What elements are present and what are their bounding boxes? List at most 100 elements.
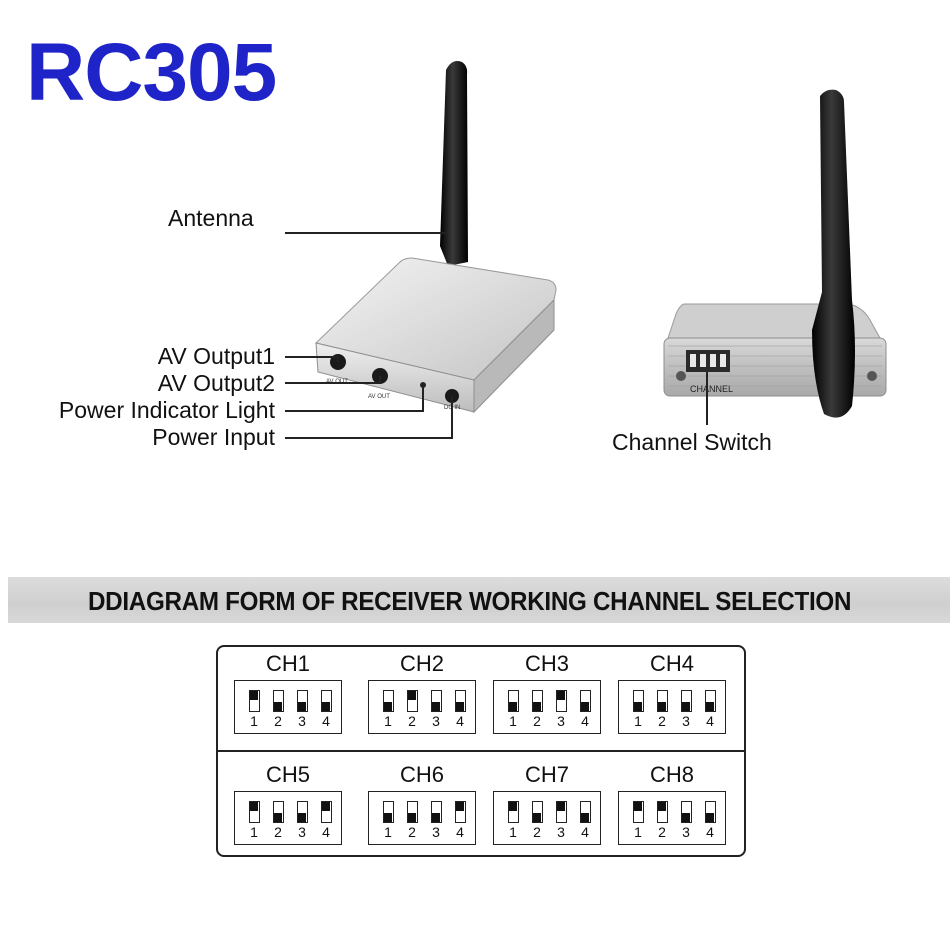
- antenna-label: Antenna: [168, 205, 254, 231]
- dip-switch-number: 1: [250, 824, 258, 840]
- channel-name: CH3: [524, 651, 569, 676]
- dip-switch-3: [431, 801, 442, 823]
- dip-switch-3: [681, 801, 692, 823]
- receiver-rear-view: CHANNEL: [663, 89, 887, 425]
- dip-switch-3: [556, 690, 567, 712]
- av-output2-callout: [285, 376, 381, 384]
- dip-switch-knob: [432, 702, 440, 711]
- dip-switch-knob: [274, 813, 282, 822]
- dip-switch-2: [273, 690, 284, 712]
- dip-switch-number: 4: [706, 824, 714, 840]
- dip-switch-4: [321, 801, 332, 823]
- dip-switch-number: 4: [706, 713, 714, 729]
- av-output1-label: AV Output1: [157, 343, 275, 369]
- dip-switch-knob: [384, 813, 392, 822]
- dip-switch-knob: [250, 802, 258, 811]
- dip-switch-2: [532, 801, 543, 823]
- dip-switch-knob: [581, 702, 589, 711]
- dip-switch-1: [249, 801, 260, 823]
- dip-switch-4: [321, 690, 332, 712]
- dip-switch-number: 4: [322, 824, 330, 840]
- dip-switch-number: 3: [557, 713, 565, 729]
- dip-switch-knob: [634, 802, 642, 811]
- rear-screw-right: [867, 371, 877, 381]
- channel-name: CH1: [265, 651, 310, 676]
- dip-switch-2: [657, 690, 668, 712]
- dip-switch-knob: [274, 702, 282, 711]
- channel-name: CH6: [399, 762, 444, 787]
- dip-switch-number: 1: [384, 713, 392, 729]
- dip-switch-knob: [298, 813, 306, 822]
- section-banner: [8, 577, 950, 623]
- dip-switch-number: 3: [682, 824, 690, 840]
- dip-switch-2: [532, 690, 543, 712]
- antenna-right: [812, 89, 855, 418]
- channel-switch-label: Channel Switch: [612, 429, 772, 455]
- dip-switch-3: [681, 690, 692, 712]
- dip-switch-number: 4: [322, 713, 330, 729]
- dip-switch-2: [273, 801, 284, 823]
- dip-switch-4: [705, 801, 716, 823]
- dip-switch-number: 2: [658, 824, 666, 840]
- device-top-face: [314, 257, 557, 381]
- dip-switch-4: [580, 690, 591, 712]
- rear-screw-left: [676, 371, 686, 381]
- dip-switch-number: 2: [408, 824, 416, 840]
- dip-switch-number: 2: [408, 713, 416, 729]
- dip-switch-2: [657, 801, 668, 823]
- dip-switch-number: 3: [432, 713, 440, 729]
- dip-switch-knob: [682, 813, 690, 822]
- dip-switch-knob: [509, 802, 517, 811]
- channel-name: CH8: [649, 762, 694, 787]
- dip-switch-number: 4: [456, 824, 464, 840]
- dip-switch-2: [407, 690, 418, 712]
- dip-switch-number: 3: [298, 713, 306, 729]
- dip-switch-4: [455, 690, 466, 712]
- dip-switch-knob: [456, 802, 464, 811]
- dip-switch-knob: [408, 813, 416, 822]
- dip-switch-number: 1: [509, 713, 517, 729]
- dip-switch-knob: [557, 691, 565, 700]
- power-input-callout: [285, 396, 453, 439]
- dip-switch-knob: [298, 702, 306, 711]
- dip-switch-number: 2: [533, 713, 541, 729]
- dip-switch-knob: [706, 702, 714, 711]
- dip-switch-1: [508, 690, 519, 712]
- dip-switch-3: [297, 801, 308, 823]
- section-banner-title: DDIAGRAM FORM OF RECEIVER WORKING CHANNE…: [88, 586, 852, 616]
- power-indicator-label: Power Indicator Light: [58, 397, 275, 423]
- dip-switch-knob: [706, 813, 714, 822]
- dip-switch-knob: [581, 813, 589, 822]
- dip-switch-knob: [322, 702, 330, 711]
- av-out-marking-2: AV OUT: [368, 394, 390, 400]
- power-indicator-callout: [285, 385, 424, 412]
- dip-switch-3: [297, 690, 308, 712]
- dip-switch-number: 4: [456, 713, 464, 729]
- product-title: RC305: [26, 27, 277, 118]
- channel-name: CH5: [265, 762, 310, 787]
- dip-switch-number: 3: [298, 824, 306, 840]
- dip-switch-4: [455, 801, 466, 823]
- dip-switch-1: [383, 801, 394, 823]
- dip-switch-knob: [250, 691, 258, 700]
- dip-switch-knob: [557, 802, 565, 811]
- dip-switch-knob: [432, 813, 440, 822]
- receiver-front-view: AV OUT AV OUT DC IN: [314, 61, 557, 414]
- dip-switch-number: 1: [250, 713, 258, 729]
- callout-lines: [285, 232, 453, 439]
- dip-switch-number: 2: [658, 713, 666, 729]
- dip-switch-knob: [322, 802, 330, 811]
- av-output1-callout: [285, 356, 339, 362]
